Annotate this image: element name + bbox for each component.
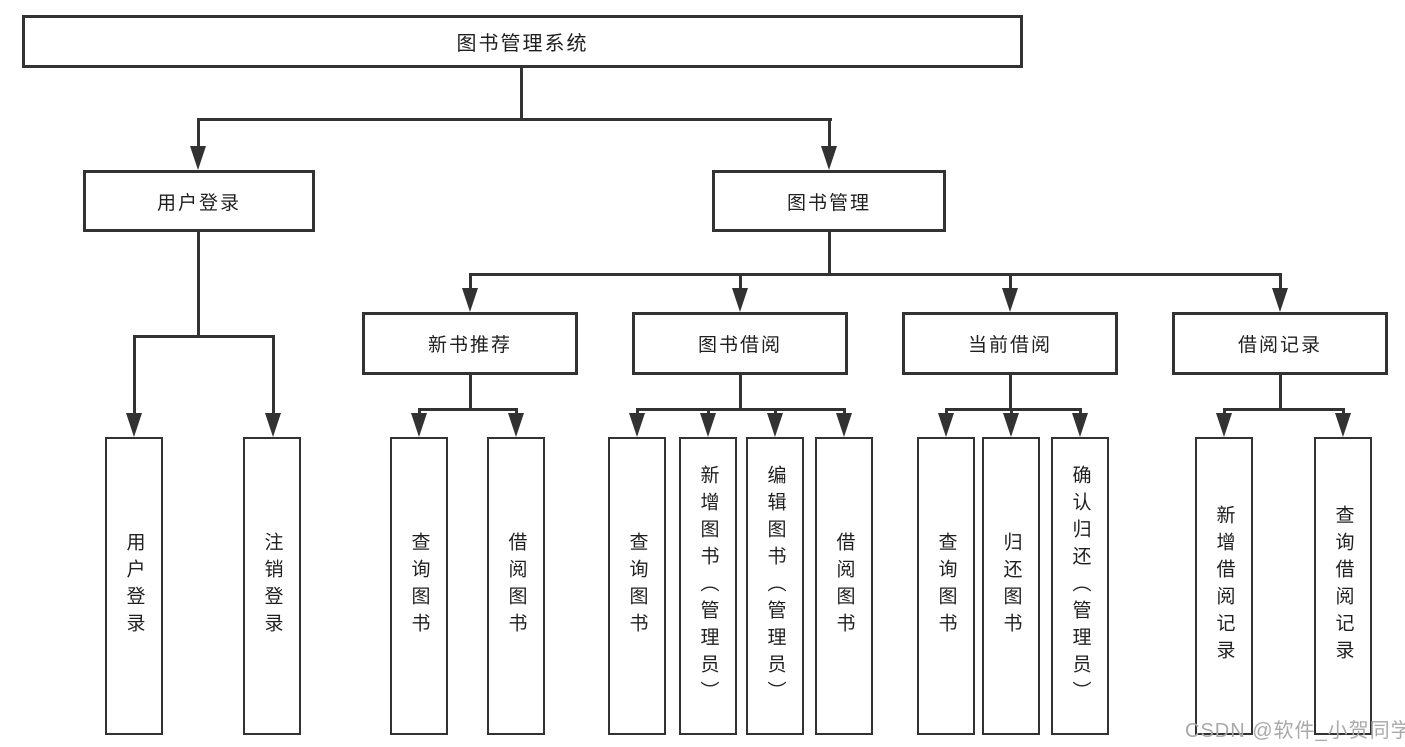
connector-line	[196, 232, 200, 335]
connector-line	[417, 408, 421, 417]
node-new-book-recommend: 新书推荐	[362, 312, 578, 375]
connector-line	[1278, 375, 1282, 408]
arrow-down-icon	[462, 288, 478, 312]
node-label: 编辑图书（管理员）	[764, 464, 786, 708]
node-label: 图书管理系统	[456, 33, 589, 55]
leaf-add-book-admin: 新增图书（管理员）	[679, 437, 737, 735]
arrow-down-icon	[1072, 413, 1088, 437]
connector-line	[773, 408, 777, 417]
connector-line	[1008, 375, 1012, 408]
connector-line	[827, 118, 831, 149]
connector-line	[519, 68, 523, 119]
connector-line	[1278, 273, 1282, 292]
connector-line	[132, 335, 136, 415]
arrow-down-icon	[1216, 413, 1232, 437]
arrow-down-icon	[1002, 288, 1018, 312]
connector-line	[1008, 273, 1012, 292]
node-label: 图书借阅	[697, 335, 782, 356]
connector-line	[271, 335, 275, 415]
arrow-down-icon	[700, 413, 716, 437]
arrow-down-icon	[126, 413, 142, 437]
arrow-down-icon	[411, 413, 427, 437]
connector-line	[514, 408, 518, 417]
node-label: 借阅记录	[1237, 335, 1322, 356]
leaf-user-login-action: 用户登录	[105, 437, 163, 735]
node-label: 新增图书（管理员）	[697, 464, 719, 708]
node-library-system: 图书管理系统	[22, 15, 1023, 68]
arrow-down-icon	[508, 413, 524, 437]
node-label: 用户登录	[156, 192, 241, 214]
leaf-query-book-current: 查询图书	[917, 437, 975, 735]
leaf-logout: 注销登录	[243, 437, 301, 735]
arrow-down-icon	[629, 413, 645, 437]
arrow-down-icon	[190, 146, 206, 170]
leaf-query-book-recommend: 查询图书	[390, 437, 448, 735]
node-book-borrow: 图书借阅	[632, 312, 848, 375]
node-label: 新书推荐	[427, 335, 512, 356]
leaf-confirm-return-admin: 确认归还（管理员）	[1051, 437, 1109, 735]
connector-line	[132, 335, 275, 338]
connector-line	[944, 408, 1082, 411]
connector-line	[738, 273, 742, 292]
connector-line	[417, 408, 518, 411]
leaf-borrow-book-recommend: 借阅图书	[487, 437, 545, 735]
connector-line	[738, 375, 742, 408]
arrow-down-icon	[767, 413, 783, 437]
node-label: 图书管理	[786, 192, 871, 214]
connector-line	[1222, 408, 1226, 417]
connector-line	[842, 408, 846, 417]
node-label: 查询图书	[935, 532, 957, 640]
node-label: 查询图书	[626, 532, 648, 640]
connector-line	[468, 273, 472, 292]
node-label: 查询借阅记录	[1332, 505, 1354, 667]
node-label: 当前借阅	[967, 335, 1052, 356]
arrow-down-icon	[1272, 288, 1288, 312]
node-label: 借阅图书	[505, 532, 527, 640]
connector-line	[1078, 408, 1082, 417]
connector-line	[196, 118, 832, 121]
node-label: 确认归还（管理员）	[1069, 464, 1091, 708]
connector-line	[468, 273, 1282, 276]
node-user-login: 用户登录	[83, 170, 315, 232]
node-current-borrow: 当前借阅	[902, 312, 1118, 375]
connector-line	[635, 408, 639, 417]
node-borrow-record: 借阅记录	[1172, 312, 1388, 375]
leaf-query-book-borrow: 查询图书	[608, 437, 666, 735]
node-label: 归还图书	[1000, 532, 1022, 640]
leaf-add-borrow-record: 新增借阅记录	[1195, 437, 1253, 735]
connector-line	[827, 232, 831, 273]
node-label: 查询图书	[408, 532, 430, 640]
arrow-down-icon	[938, 413, 954, 437]
arrow-down-icon	[1335, 413, 1351, 437]
connector-line	[468, 375, 472, 408]
arrow-down-icon	[732, 288, 748, 312]
leaf-borrow-book: 借阅图书	[815, 437, 873, 735]
node-label: 新增借阅记录	[1213, 505, 1235, 667]
connector-line	[196, 118, 200, 149]
leaf-return-book: 归还图书	[982, 437, 1040, 735]
connector-line	[1341, 408, 1345, 417]
node-label: 用户登录	[123, 532, 145, 640]
connector-line	[1009, 408, 1013, 417]
leaf-edit-book-admin: 编辑图书（管理员）	[746, 437, 804, 735]
arrow-down-icon	[1003, 413, 1019, 437]
arrow-down-icon	[821, 146, 837, 170]
node-label: 借阅图书	[833, 532, 855, 640]
arrow-down-icon	[836, 413, 852, 437]
node-label: 注销登录	[261, 532, 283, 640]
node-book-management: 图书管理	[712, 170, 946, 232]
csdn-watermark: CSDN @软件_小贺同学	[1185, 720, 1405, 742]
connector-line	[635, 408, 846, 411]
connector-line	[944, 408, 948, 417]
connector-line	[706, 408, 710, 417]
connector-line	[1222, 408, 1345, 411]
leaf-query-borrow-record: 查询借阅记录	[1314, 437, 1372, 735]
arrow-down-icon	[265, 413, 281, 437]
